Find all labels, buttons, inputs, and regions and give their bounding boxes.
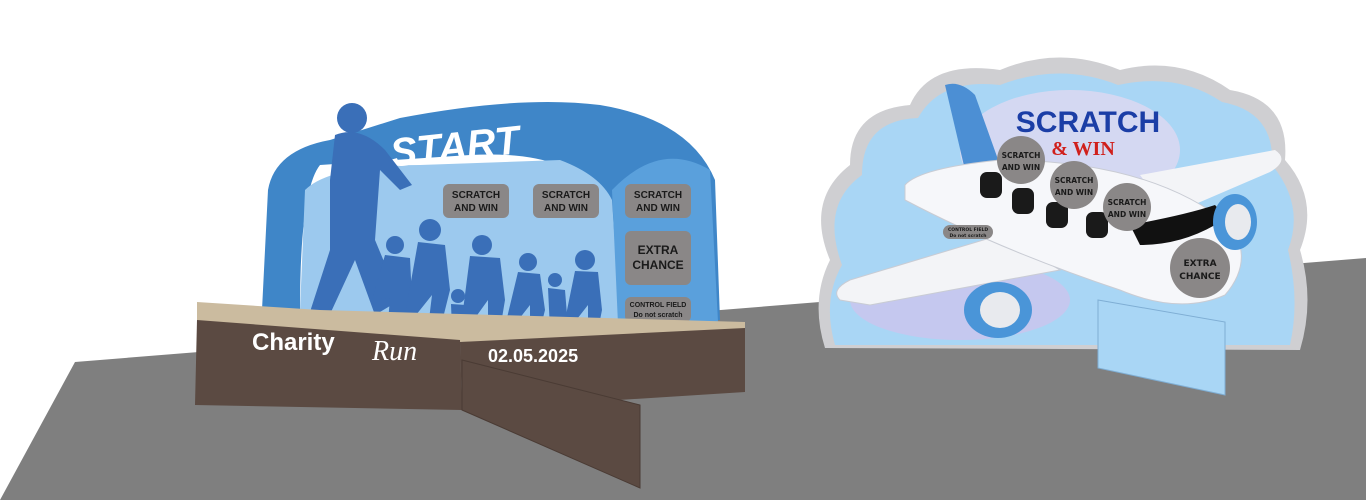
plane-engine-rear: [1213, 194, 1257, 250]
run-word: Run: [371, 336, 417, 367]
runners-silhouette: [308, 103, 602, 330]
control-field: CONTROL FIELD Do not scratch: [943, 225, 993, 239]
control-field: CONTROL FIELD Do not scratch: [625, 297, 691, 322]
svg-text:EXTRA: EXTRA: [638, 243, 679, 257]
event-date: 02.05.2025: [488, 346, 578, 366]
svg-text:CONTROL FIELD: CONTROL FIELD: [948, 227, 988, 233]
plane-title-scratch: SCRATCH: [1016, 106, 1160, 139]
svg-text:Do not scratch: Do not scratch: [949, 233, 986, 239]
extra-chance-field[interactable]: EXTRA CHANCE: [625, 231, 691, 285]
svg-text:AND WIN: AND WIN: [636, 203, 680, 214]
svg-text:SCRATCH: SCRATCH: [634, 190, 682, 201]
charity-run-standee: START SCRATCH AND WIN SCRATCH AND WIN S: [195, 101, 745, 489]
plane-engine-front: [964, 282, 1032, 338]
svg-text:AND WIN: AND WIN: [454, 203, 498, 214]
scratch-field[interactable]: SCRATCH AND WIN: [443, 184, 509, 218]
scratch-field[interactable]: SCRATCH AND WIN: [625, 184, 691, 218]
svg-text:CHANCE: CHANCE: [632, 258, 683, 272]
extra-chance-field[interactable]: EXTRA CHANCE: [1170, 238, 1230, 298]
plane-cockpit: [1130, 205, 1220, 245]
svg-text:AND WIN: AND WIN: [544, 203, 588, 214]
base-left-panel: [195, 320, 462, 410]
svg-text:AND WIN: AND WIN: [1002, 163, 1040, 172]
svg-text:Do not scratch: Do not scratch: [633, 312, 682, 319]
scratch-field[interactable]: SCRATCH AND WIN: [1103, 183, 1151, 231]
svg-text:SCRATCH: SCRATCH: [452, 190, 500, 201]
svg-text:SCRATCH: SCRATCH: [1055, 176, 1094, 185]
plane-stand-foot: [1097, 299, 1226, 396]
plane-title-win: & WIN: [1051, 138, 1115, 160]
svg-text:AND WIN: AND WIN: [1108, 210, 1146, 219]
svg-text:AND WIN: AND WIN: [1055, 188, 1093, 197]
plane-tail: [945, 83, 1000, 170]
charity-word: Charity: [252, 329, 335, 356]
scratch-field[interactable]: SCRATCH AND WIN: [997, 136, 1045, 184]
svg-text:SCRATCH: SCRATCH: [1002, 151, 1041, 160]
scratch-field[interactable]: SCRATCH AND WIN: [1050, 161, 1098, 209]
svg-text:EXTRA: EXTRA: [1183, 259, 1216, 269]
svg-text:CONTROL FIELD: CONTROL FIELD: [630, 302, 687, 309]
svg-text:SCRATCH: SCRATCH: [542, 190, 590, 201]
plane-windows: [980, 172, 1108, 238]
scratch-field[interactable]: SCRATCH AND WIN: [533, 184, 599, 218]
base-foot: [461, 359, 641, 489]
svg-text:CHANCE: CHANCE: [1179, 272, 1220, 282]
svg-text:SCRATCH: SCRATCH: [1108, 198, 1147, 207]
plane-standee: SCRATCH & WIN SCRATCH AND WIN: [818, 57, 1308, 396]
